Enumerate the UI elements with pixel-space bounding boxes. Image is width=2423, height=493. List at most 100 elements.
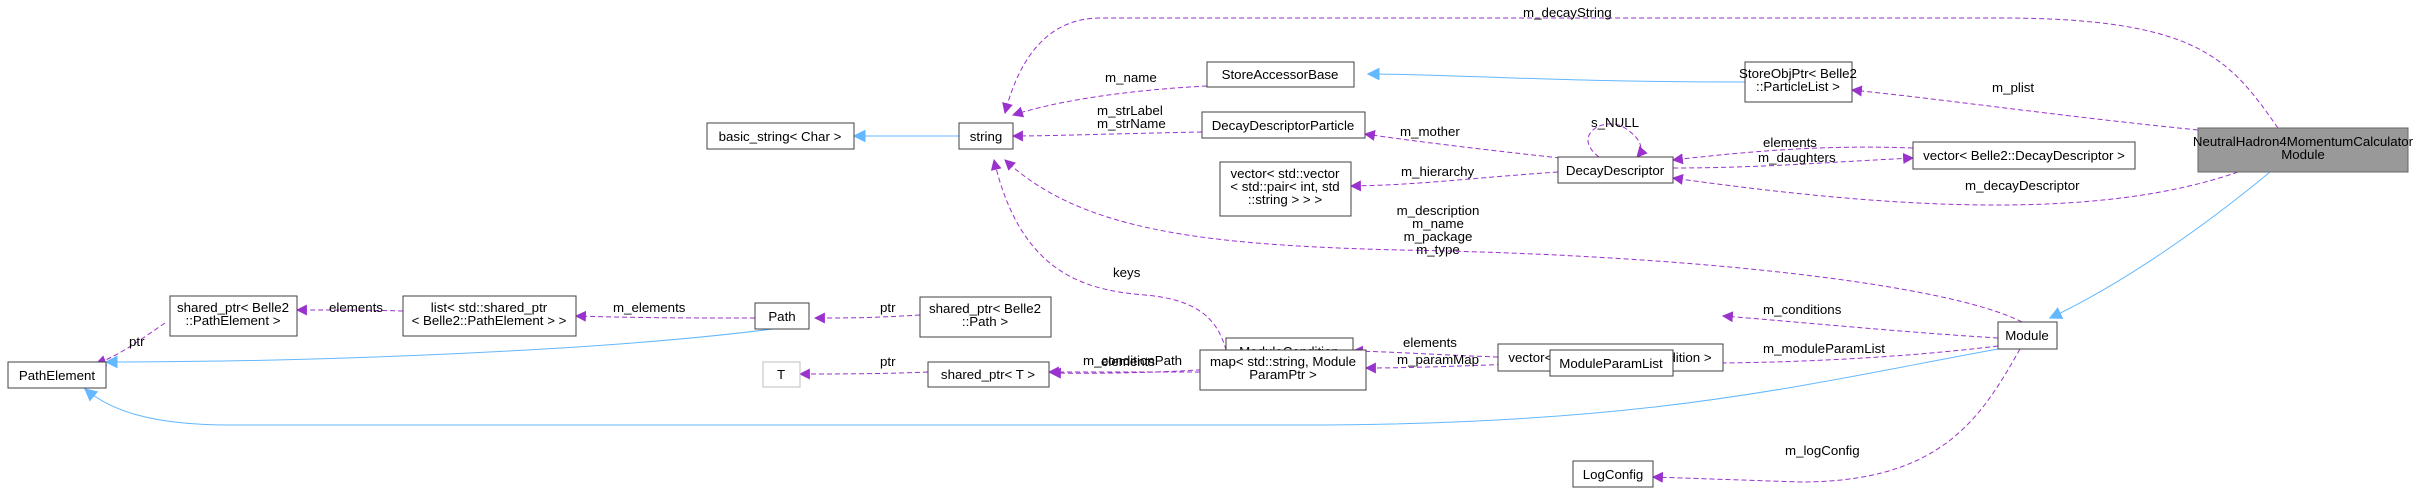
node-storeobjptr-particlelist[interactable]: StoreObjPtr< Belle2::ParticleList > (1739, 61, 1857, 103)
text-line: ParamPtr > (1249, 367, 1317, 382)
node-shared-ptr-path[interactable]: shared_ptr< Belle2::Path > (919, 296, 1052, 338)
node-vector-vector-pair[interactable]: vector< std::vector< std::pair< int, std… (1219, 161, 1352, 217)
label-keys: keys (1113, 265, 1141, 280)
text-line: ::Path > (962, 314, 1008, 329)
edge-elements-list (295, 304, 404, 316)
node-module[interactable]: Module (1997, 321, 2058, 350)
edge-m-plist (1850, 85, 2199, 131)
text-line: string (970, 129, 1003, 144)
text-line: shared_ptr< Belle2 (929, 301, 1041, 316)
svg-text:StoreAccessorBase: StoreAccessorBase (1222, 67, 1339, 82)
edge-elements-mc (1351, 345, 1499, 358)
node-decaydescriptorparticle[interactable]: DecayDescriptorParticle (1201, 111, 1366, 139)
node-shared-ptr-pathelement[interactable]: shared_ptr< Belle2::PathElement > (169, 295, 298, 337)
svg-text:shared_ptr< Belle2::PathElemen: shared_ptr< Belle2::PathElement > (177, 300, 289, 328)
text-line: m_logConfig (1785, 443, 1860, 458)
node-path[interactable]: Path (754, 302, 810, 330)
text-line: DecayDescriptor (1566, 163, 1665, 178)
text-line: ModuleParamList (1559, 356, 1663, 371)
text-line: keys (1113, 265, 1141, 280)
node-shared-ptr-t[interactable]: shared_ptr< T > (927, 361, 1050, 388)
edge-m-mother (1363, 129, 1561, 159)
node-decaydescriptor[interactable]: DecayDescriptor (1557, 156, 1674, 184)
node-storeaccessorbase[interactable]: StoreAccessorBase (1206, 61, 1355, 88)
node-basic-string[interactable]: basic_string< Char > (706, 122, 855, 150)
edge-ptr-pe (94, 322, 166, 366)
text-line: m_elements (613, 300, 686, 315)
label-elements-map: elements (1101, 354, 1155, 369)
edge-m-elements (574, 310, 756, 322)
edges (84, 17, 2279, 483)
text-line: Path (768, 309, 795, 324)
edge-m-logconfig (1651, 348, 2021, 483)
svg-text:string: string (970, 129, 1003, 144)
text-line: m_moduleParamList (1763, 341, 1885, 356)
label-elements-list: elements (329, 300, 383, 315)
text-line: PathElement (19, 368, 95, 383)
edge-keys (990, 158, 1229, 359)
label-m-plist: m_plist (1992, 80, 2034, 95)
text-line: m_strLabel (1097, 103, 1163, 118)
edge-inherit-storeobjptr-sab (1366, 67, 1746, 83)
svg-text:PathElement: PathElement (19, 368, 95, 383)
label-elements-dd: elements (1763, 135, 1817, 150)
text-line: m_plist (1992, 80, 2034, 95)
svg-text:LogConfig: LogConfig (1583, 467, 1644, 482)
text-line: T (777, 367, 785, 382)
node-list-shared-ptr-pathelement[interactable]: list< std::shared_ptr< Belle2::PathEleme… (402, 295, 577, 337)
node-logconfig[interactable]: LogConfig (1572, 460, 1654, 488)
text-line: basic_string< Char > (719, 129, 842, 144)
text-line: vector< std::vector (1230, 166, 1340, 181)
text-line: elements (1403, 335, 1457, 350)
label-m-logconfig: m_logConfig (1785, 443, 1860, 458)
label-m-hierarchy: m_hierarchy (1401, 164, 1475, 179)
text-line: elements (329, 300, 383, 315)
label-elements-mc: elements (1403, 335, 1457, 350)
edge-m-conditions (1721, 311, 1999, 339)
label-m-elements: m_elements (613, 300, 686, 315)
text-line: m_daughters (1758, 150, 1836, 165)
edge-m-name-sab (1011, 85, 1208, 118)
text-line: DecayDescriptorParticle (1212, 118, 1355, 133)
text-line: m_decayString (1523, 5, 1612, 20)
text-line: map< std::string, Module (1210, 354, 1356, 369)
text-line: m_description (1397, 203, 1480, 218)
text-line: m_type (1416, 242, 1460, 257)
node-string[interactable]: string (958, 122, 1014, 150)
label-m-parammap: m_paramMap (1397, 352, 1479, 367)
text-line: m_mother (1400, 124, 1460, 139)
label-m-moduleparamlist: m_moduleParamList (1763, 341, 1885, 356)
label-ptr-pe: ptr (129, 334, 145, 349)
node-pathelement[interactable]: PathElement (7, 361, 107, 389)
edge-ptr-path (813, 312, 921, 324)
svg-text:Module: Module (2005, 328, 2049, 343)
node-vector-decaydescriptor[interactable]: vector< Belle2::DecayDescriptor > (1912, 141, 2136, 170)
label-m-conditionpath: m_conditionPath (1083, 353, 1182, 368)
text-line: ptr (129, 334, 145, 349)
node-t[interactable]: T (762, 361, 801, 388)
svg-text:Path: Path (768, 309, 795, 324)
label-m-mother: m_mother (1400, 124, 1460, 139)
svg-text:StoreObjPtr< Belle2::ParticleL: StoreObjPtr< Belle2::ParticleList > (1739, 66, 1857, 94)
text-line: m_name (1412, 216, 1464, 231)
text-line: ::PathElement > (186, 313, 281, 328)
edge-ptr-t (798, 368, 929, 380)
edge-inherit-focus-module (2048, 171, 2271, 319)
label-ptr-t: ptr (880, 354, 896, 369)
text-line: ptr (880, 354, 896, 369)
text-line: ::string > > > (1248, 192, 1323, 207)
text-line: Module (2281, 147, 2325, 162)
text-line: ::ParticleList > (1756, 79, 1840, 94)
svg-text:DecayDescriptor: DecayDescriptor (1566, 163, 1665, 178)
label-m-daughters: m_daughters (1758, 150, 1836, 165)
text-line: StoreObjPtr< Belle2 (1739, 66, 1857, 81)
edge-elements-dd (1671, 146, 1914, 165)
node-moduleparamlist[interactable]: ModuleParamList (1549, 349, 1674, 377)
edge-m-strlabel (1011, 130, 1203, 142)
edge-m-daughters (1672, 152, 1915, 169)
edge-labels: m_decayString m_plist m_decayDescriptor … (129, 5, 2080, 458)
